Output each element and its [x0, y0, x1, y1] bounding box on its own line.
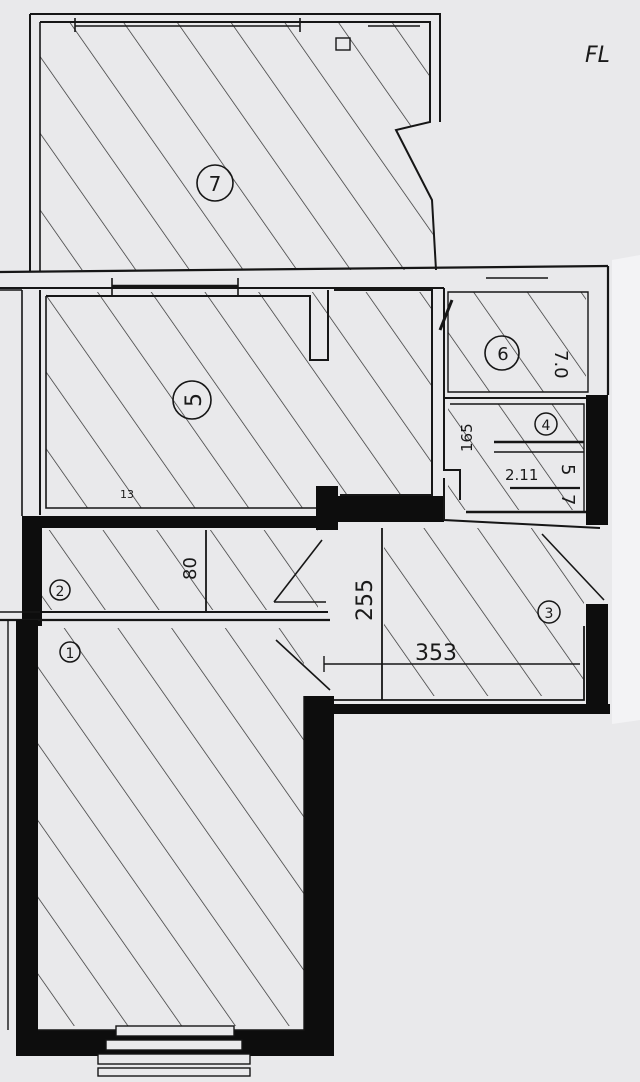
room-2-width-dimension: 80: [180, 557, 201, 580]
room-5-top-wall: [46, 290, 329, 361]
room-7-outer-wall: [30, 13, 441, 122]
corner-text: FL: [585, 43, 610, 68]
room-7-inner-wall: [40, 21, 437, 271]
room-6-number: 6: [497, 344, 508, 365]
room-2-number-circle: [49, 579, 71, 601]
room-2-left-wall: [22, 516, 42, 626]
room-1-number-circle: [59, 641, 81, 663]
entrance-step: [97, 1067, 251, 1077]
room-3-right-wall: [586, 604, 608, 714]
room-5-inner-wall: [45, 296, 320, 509]
room-6: 6 7.0: [438, 277, 598, 399]
main-top-wall: [0, 264, 609, 274]
middle-thick-wall: [22, 516, 318, 528]
room-5-hatch: [46, 292, 432, 508]
room-3-bottom-wall: [330, 704, 610, 714]
room-6-hatch: [448, 292, 586, 392]
room-1-right-wall: [304, 696, 334, 1056]
entrance-step: [105, 1039, 243, 1051]
room-6-door-mark: [438, 299, 454, 331]
room-1-left-wall: [16, 620, 38, 1040]
room-6-number-circle: [484, 335, 520, 371]
room-2: 2 80: [22, 516, 328, 626]
room-1: 1: [0, 611, 334, 1077]
room-4-number: 4: [542, 418, 551, 434]
room-3-inner-wall: [332, 626, 585, 701]
room-6-inner-walls: [447, 291, 589, 393]
room-3-number: 3: [545, 606, 554, 622]
room-1-hatch: [38, 628, 304, 1026]
room-4-height-dimension: 165: [458, 423, 476, 452]
room-7: 7: [29, 13, 441, 272]
room-3-hatch: [384, 528, 584, 696]
upper-walls: [0, 264, 610, 395]
room-3-number-circle: [537, 600, 561, 624]
room-2-hatch: [42, 530, 318, 610]
middle-walls: [22, 478, 601, 530]
middle-column: [316, 486, 338, 530]
middle-thin-wall: [443, 478, 601, 529]
middle-thick-wall-right: [338, 496, 444, 522]
room-6-side-dimension: 7.0: [550, 350, 571, 379]
room-5-right-wall: [334, 289, 433, 496]
room-4-width-dimension: 2.11: [505, 466, 538, 484]
room-3-door-swing: [541, 533, 605, 601]
room-1-number: 1: [66, 646, 75, 662]
room-4-number-circle: [534, 412, 558, 436]
room-7-number: 7: [209, 172, 222, 196]
wall-dimension-7: 7: [557, 494, 578, 505]
room-7-number-circle: [196, 164, 234, 202]
room-5-number: 5: [182, 393, 207, 407]
room-4-left-wall: [443, 398, 461, 500]
entrance-step: [115, 1025, 235, 1037]
room-5-number-circle: [172, 380, 212, 420]
room-7-hatch: [40, 22, 436, 270]
entrance-step: [97, 1053, 251, 1065]
right-thick-wall: [586, 395, 608, 525]
room-4-hatch: [448, 404, 584, 510]
room-2-door-swing: [273, 539, 323, 603]
room-2-number: 2: [56, 584, 65, 600]
tick-dimension: 13: [120, 488, 134, 501]
hall-height-dimension: 255: [353, 579, 378, 621]
sheet-edge: [612, 255, 640, 724]
room-5: 5 13: [39, 278, 433, 515]
room-3: 3 353 255: [275, 528, 610, 714]
wall-dimension-5: 5: [557, 464, 578, 475]
hall-width-dimension: 353: [415, 641, 457, 666]
room-4: 4 165 2.11 5 7: [443, 398, 586, 514]
room-7-post: [335, 37, 351, 51]
